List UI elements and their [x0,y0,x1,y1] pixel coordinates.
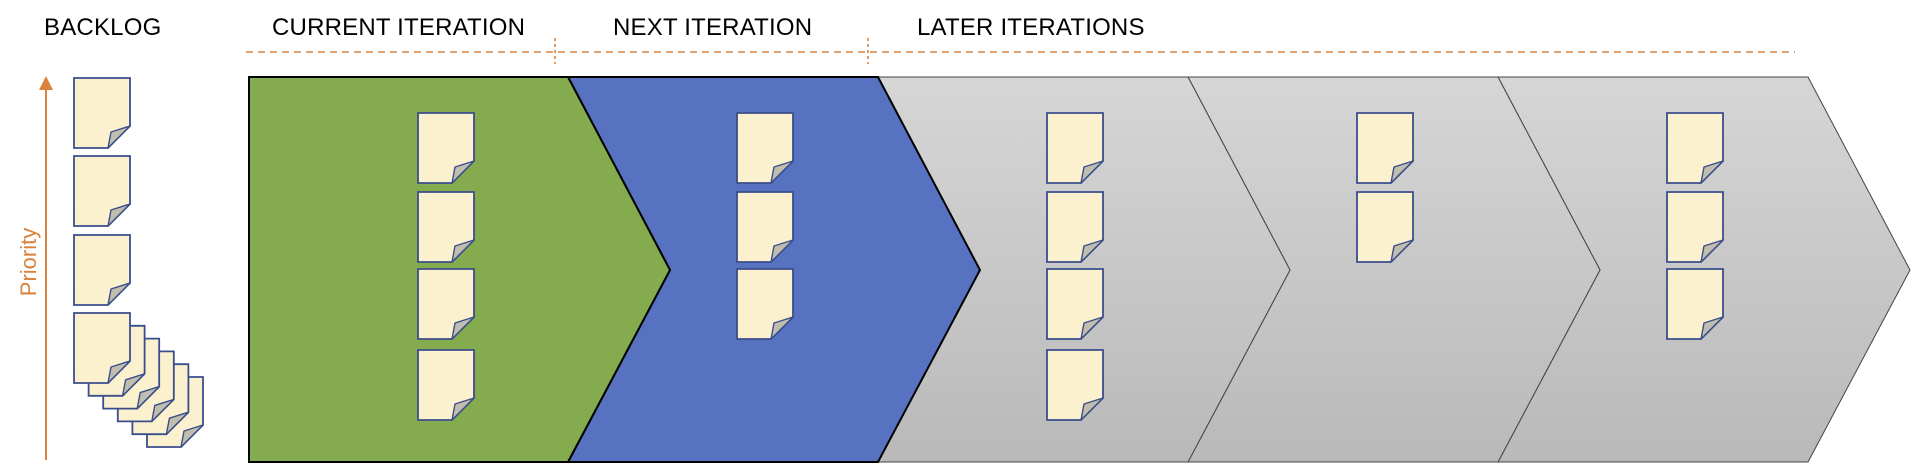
card-fold-icon [107,282,131,306]
later-iteration-card [1046,191,1104,263]
card-fold-icon [1080,239,1104,263]
card-fold-icon [180,424,204,448]
card-fold-icon [451,316,475,340]
later-iteration-card [1356,191,1414,263]
next-iteration-card [736,191,794,263]
next-iteration-card [736,268,794,340]
card-fold-icon [1700,160,1724,184]
card-fold-icon [1080,160,1104,184]
backlog-card [73,234,131,306]
later-iteration-card [1046,268,1104,340]
card-fold-icon [770,316,794,340]
current-iteration-card [417,191,475,263]
priority-label: Priority [16,228,41,296]
card-fold-icon [1080,316,1104,340]
card-fold-icon [770,160,794,184]
later-iteration-card [1046,349,1104,421]
card-fold-icon [165,411,190,435]
next-iteration-card [736,112,794,184]
card-fold-icon [151,398,175,423]
card-fold-icon [1390,160,1414,184]
priority-axis: Priority [16,76,53,460]
card-fold-icon [451,397,475,421]
card-fold-icon [451,239,475,263]
backlog-card [73,155,131,227]
card-fold-icon [136,385,160,410]
card-fold-icon [770,239,794,263]
timeline-dashed-line [246,38,1795,64]
later-iterations-header: LATER ITERATIONS [917,14,1145,41]
current-iteration-card [417,112,475,184]
later-iteration-card [1356,112,1414,184]
later-iteration-card [1666,191,1724,263]
later-iteration-card [1046,112,1104,184]
card-fold-icon [1080,397,1104,421]
current-iteration-card [417,268,475,340]
card-fold-icon [107,360,131,384]
card-fold-icon [1700,239,1724,263]
next-iteration-header: NEXT ITERATION [613,14,813,41]
current-iteration-card [417,349,475,421]
cards-layer [73,77,1724,448]
backlog-card [73,77,131,149]
card-body [73,155,131,227]
later-iteration-card [1666,112,1724,184]
card-fold-icon [1390,239,1414,263]
backlog-header: BACKLOG [44,14,162,41]
card-fold-icon [107,203,131,227]
card-fold-icon [1700,316,1724,340]
card-body [73,77,131,149]
current-iteration-header: CURRENT ITERATION [272,14,526,41]
later-iteration-card [1666,268,1724,340]
card-fold-icon [107,125,131,149]
priority-arrow-icon [39,76,53,90]
card-fold-icon [451,160,475,184]
card-body [73,234,131,306]
card-fold-icon [121,373,146,397]
backlog-pile-card [73,312,131,384]
